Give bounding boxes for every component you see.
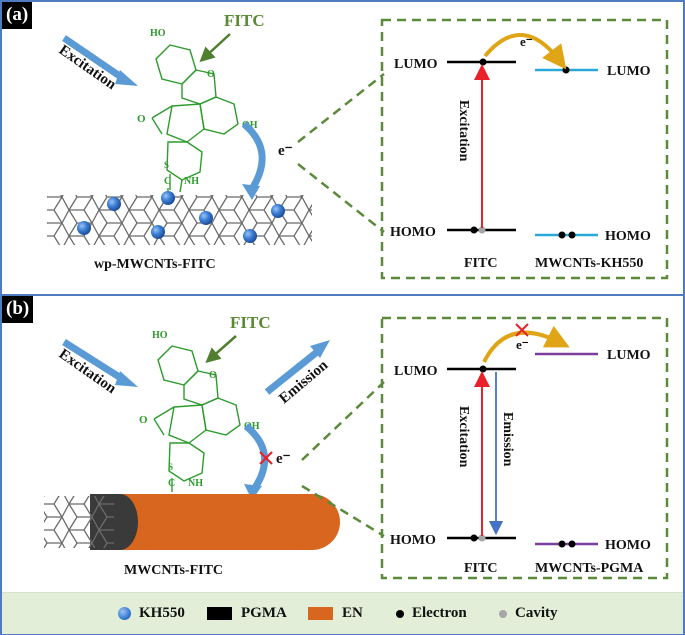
- blocked-x-icon: [515, 323, 529, 337]
- left-caption: FITC: [464, 561, 497, 576]
- carbon-label: C: [168, 478, 175, 489]
- blocked-transfer-arrow: [243, 423, 268, 495]
- lumo-right-label: LUMO: [607, 64, 651, 79]
- lumo-left-label: LUMO: [394, 57, 438, 72]
- carbonyl-oxygen-label: O: [139, 414, 148, 426]
- kh550-sphere-icon: [118, 607, 131, 620]
- legend-item-pgma: PGMA: [207, 593, 287, 634]
- ho-label: HO: [152, 330, 168, 341]
- legend-label: Electron: [412, 605, 467, 621]
- legend-item-en: EN: [308, 593, 363, 634]
- transfer-arrow: [483, 33, 567, 70]
- electron-dot: [568, 231, 576, 239]
- electron-dot: [558, 231, 566, 239]
- lumo-left-label: LUMO: [394, 364, 438, 379]
- legend-item-cavity: Cavity: [499, 593, 558, 634]
- legend-label: KH550: [139, 605, 185, 621]
- electron-label: e⁻: [276, 451, 291, 467]
- substrate-label: MWCNTs-FITC: [124, 563, 223, 578]
- electron-dot: [479, 58, 487, 66]
- electron-dot: [470, 226, 478, 234]
- excitation-arrow: [62, 35, 138, 86]
- en-swatch-icon: [308, 607, 333, 620]
- emission-arrow: [264, 340, 330, 395]
- carbonyl-oxygen-label: O: [137, 113, 146, 125]
- legend-label: Cavity: [515, 605, 558, 621]
- electron-dot: [558, 540, 566, 548]
- ho-label: HO: [150, 28, 166, 39]
- electron-dot-icon: [396, 609, 404, 618]
- emission-transition-label: Emission: [500, 412, 515, 467]
- right-caption: MWCNTs-PGMA: [535, 561, 644, 576]
- transfer-label: e⁻: [516, 337, 529, 352]
- fitc-label: FITC: [224, 11, 265, 30]
- panel-a: (a) Excitation FITC: [2, 2, 683, 294]
- electron-dot: [479, 365, 487, 373]
- transfer-arrow: [482, 325, 570, 363]
- fitc-molecule: [153, 345, 241, 506]
- lumo-right-label: LUMO: [607, 348, 651, 363]
- coated-nanotube: [44, 494, 340, 550]
- legend: KH550 PGMA EN Electron Cavity: [2, 592, 683, 634]
- ring-oxygen-label: O: [209, 370, 217, 381]
- excitation-transition-label: Excitation: [456, 406, 471, 468]
- homo-left-label: HOMO: [390, 225, 436, 240]
- cavity-dot: [478, 226, 486, 234]
- substrate-label: wp-MWCNTs-FITC: [94, 257, 216, 272]
- energy-diagram-box: [380, 316, 669, 580]
- legend-item-kh550: KH550: [118, 593, 185, 634]
- carbon-label: C: [164, 176, 171, 187]
- left-caption: FITC: [464, 256, 497, 271]
- electron-dot: [470, 534, 478, 542]
- cavity-dot: [478, 534, 486, 542]
- legend-label: PGMA: [241, 605, 287, 621]
- homo-left-label: HOMO: [390, 533, 436, 548]
- ring-oxygen-label: O: [207, 69, 215, 80]
- homo-right-label: HOMO: [605, 229, 651, 244]
- panel-b: (b) Excitation Emission FITC: [2, 294, 683, 590]
- electron-dot: [562, 66, 570, 74]
- electron-dot: [568, 540, 576, 548]
- sulfur-label: S: [164, 160, 169, 170]
- right-caption: MWCNTs-KH550: [535, 256, 643, 271]
- electron-label: e⁻: [278, 143, 293, 159]
- fitc-pointer-arrow: [199, 33, 231, 63]
- transfer-label: e⁻: [520, 34, 533, 49]
- nanotube: [47, 195, 312, 245]
- nh-label: NH: [184, 176, 199, 187]
- panel-b-drawing: Excitation Emission FITC HO OH O O S C N…: [44, 313, 669, 580]
- panel-b-tag: (b): [2, 296, 34, 323]
- electron-transfer-arrow: [241, 121, 266, 194]
- nh-label: NH: [188, 478, 203, 489]
- panel-a-tag: (a): [2, 2, 33, 29]
- fitc-label: FITC: [230, 313, 271, 332]
- cavity-dot-icon: [499, 609, 507, 618]
- excitation-arrow: [62, 339, 138, 387]
- fitc-molecule: [151, 44, 239, 193]
- energy-diagram-box: [380, 18, 669, 280]
- kh550-spheres: [77, 191, 285, 243]
- excitation-transition-label: Excitation: [456, 100, 471, 162]
- sulfur-label: S: [168, 462, 173, 472]
- legend-label: EN: [342, 605, 363, 621]
- homo-right-label: HOMO: [605, 538, 651, 553]
- panel-a-drawing: Excitation FITC HO OH O O S C NH e⁻: [47, 11, 669, 280]
- blocked-x-icon: [259, 451, 273, 465]
- pgma-swatch-icon: [207, 607, 232, 620]
- legend-item-electron: Electron: [396, 593, 467, 634]
- fitc-pointer-arrow: [205, 335, 237, 363]
